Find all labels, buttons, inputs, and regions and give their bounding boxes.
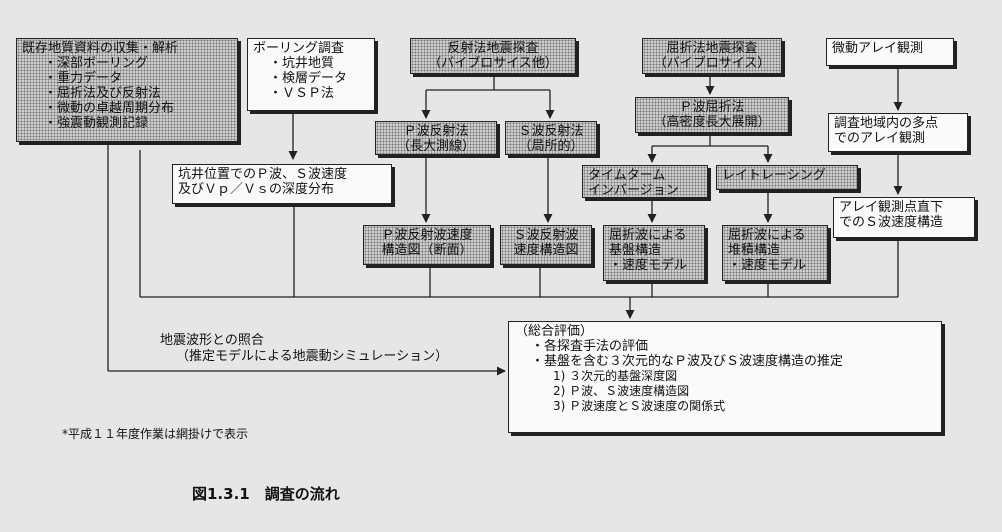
box-timeterm-inversion: タイムターム インバージョン <box>582 165 708 198</box>
microtremor-line: 微動アレイ観測 <box>832 41 924 56</box>
box-multipoint-array: 調査地域内の多点 でのアレイ観測 <box>828 113 968 152</box>
comparison-line: （推定モデルによる地震動シミュレーション） <box>176 349 449 364</box>
sediment-line: ・速度モデル <box>728 258 807 273</box>
existing-item: ・重力データ <box>44 71 123 86</box>
box-refraction-survey: 屈折法地震探査 （バイブロサイス） <box>642 38 782 74</box>
existing-item: ・微動の卓越周期分布 <box>44 101 175 116</box>
evaluation-subitem: 3) Ｐ波速度とＳ波速度の関係式 <box>553 399 726 413</box>
existing-item: ・屈折法及び反射法 <box>44 86 162 101</box>
s-reflection-result-line: 速度構造図 <box>513 243 579 258</box>
timeterm-line: タイムターム <box>588 168 666 183</box>
existing-heading: 既存地質資料の収集・解析 <box>22 41 179 56</box>
box-microtremor-array: 微動アレイ観測 <box>826 38 954 66</box>
sediment-line: 屈折波による <box>728 228 806 243</box>
refraction-line: （バイブロサイス） <box>653 56 771 71</box>
box-raytracing: レイトレーシング <box>716 165 858 190</box>
boring-item: ・検層データ <box>269 71 348 86</box>
raytracing-line: レイトレーシング <box>722 168 826 183</box>
s-reflection-result-line: Ｓ波反射波 <box>513 228 579 243</box>
refraction-line: 屈折法地震探査 <box>666 41 758 56</box>
basement-line: ・速度モデル <box>609 258 688 273</box>
p-reflection-result-line: 構造図（断面） <box>381 243 473 258</box>
box-p-refraction: Ｐ波屈折法 （高密度長大展開） <box>635 97 789 133</box>
figure-caption: 図1.3.1 調査の流れ <box>192 485 340 503</box>
reflection-line: 反射法地震探査 <box>447 41 539 56</box>
box-existing-data: 既存地質資料の収集・解析 ・深部ボーリング ・重力データ ・屈折法及び反射法 ・… <box>16 38 238 142</box>
multipoint-line: 調査地域内の多点 <box>834 116 939 131</box>
box-reflection-survey: 反射法地震探査 （バイブロサイス他） <box>410 38 576 74</box>
basement-line: 屈折波による <box>609 228 687 243</box>
box-s-reflection: Ｓ波反射法 （局所的） <box>505 121 597 155</box>
shading-note: *平成１１年度作業は網掛けで表示 <box>62 427 249 441</box>
comparison-line: 地震波形との照合 <box>160 333 264 348</box>
s-reflection-line: （局所的） <box>518 139 584 154</box>
box-s-velocity-structure: アレイ観測点直下 でのＳ波速度構造 <box>833 197 975 238</box>
box-s-reflection-result: Ｓ波反射波 速度構造図 <box>500 225 592 265</box>
borehole-result-line: 坑井位置でのＰ波、Ｓ波速度 <box>178 167 348 182</box>
comparison-label: 地震波形との照合 （推定モデルによる地震動シミュレーション） <box>160 333 448 365</box>
box-comprehensive-evaluation: （総合評価） ・各探査手法の評価 ・基盤を含む３次元的なＰ波及びＳ波速度構造の推… <box>508 321 942 433</box>
borehole-result-line: 及びＶｐ／Ｖｓの深度分布 <box>178 182 335 197</box>
s-structure-line: アレイ観測点直下 <box>839 200 944 215</box>
timeterm-line: インバージョン <box>588 183 679 198</box>
evaluation-subitem: 1) ３次元的基盤深度図 <box>553 369 678 383</box>
boring-item: ・ＶＳＰ法 <box>269 86 335 101</box>
boring-heading: ボーリング調査 <box>253 41 345 56</box>
p-refraction-line: Ｐ波屈折法 <box>679 100 745 115</box>
basement-line: 基盤構造 <box>609 243 662 258</box>
p-reflection-result-line: Ｐ波反射波速度 <box>381 228 473 243</box>
boring-item: ・坑井地質 <box>269 56 335 71</box>
evaluation-item: ・基盤を含む３次元的なＰ波及びＳ波速度構造の推定 <box>531 354 844 369</box>
evaluation-item: ・各探査手法の評価 <box>531 339 649 354</box>
p-reflection-line: Ｐ波反射法 <box>403 124 469 139</box>
p-refraction-line: （高密度長大展開） <box>653 115 771 130</box>
box-sediment-structure: 屈折波による 堆積構造 ・速度モデル <box>722 225 828 281</box>
box-borehole-result: 坑井位置でのＰ波、Ｓ波速度 及びＶｐ／Ｖｓの深度分布 <box>172 164 392 204</box>
sediment-line: 堆積構造 <box>728 243 781 258</box>
box-basement-structure: 屈折波による 基盤構造 ・速度モデル <box>603 225 705 281</box>
existing-item: ・深部ボーリング <box>44 56 149 71</box>
evaluation-subitem: 2) Ｐ波、Ｓ波速度構造図 <box>553 384 690 398</box>
box-boring: ボーリング調査 ・坑井地質 ・検層データ ・ＶＳＰ法 <box>247 38 375 111</box>
s-reflection-line: Ｓ波反射法 <box>518 124 584 139</box>
box-p-reflection: Ｐ波反射法 （長大測線） <box>375 121 497 155</box>
box-p-reflection-result: Ｐ波反射波速度 構造図（断面） <box>363 225 491 265</box>
reflection-line: （バイブロサイス他） <box>428 56 558 71</box>
s-structure-line: でのＳ波速度構造 <box>839 215 944 230</box>
p-reflection-line: （長大測線） <box>396 139 475 154</box>
existing-item: ・強震動観測記録 <box>44 116 149 131</box>
multipoint-line: でのアレイ観測 <box>834 131 926 146</box>
evaluation-heading: （総合評価） <box>515 324 594 339</box>
